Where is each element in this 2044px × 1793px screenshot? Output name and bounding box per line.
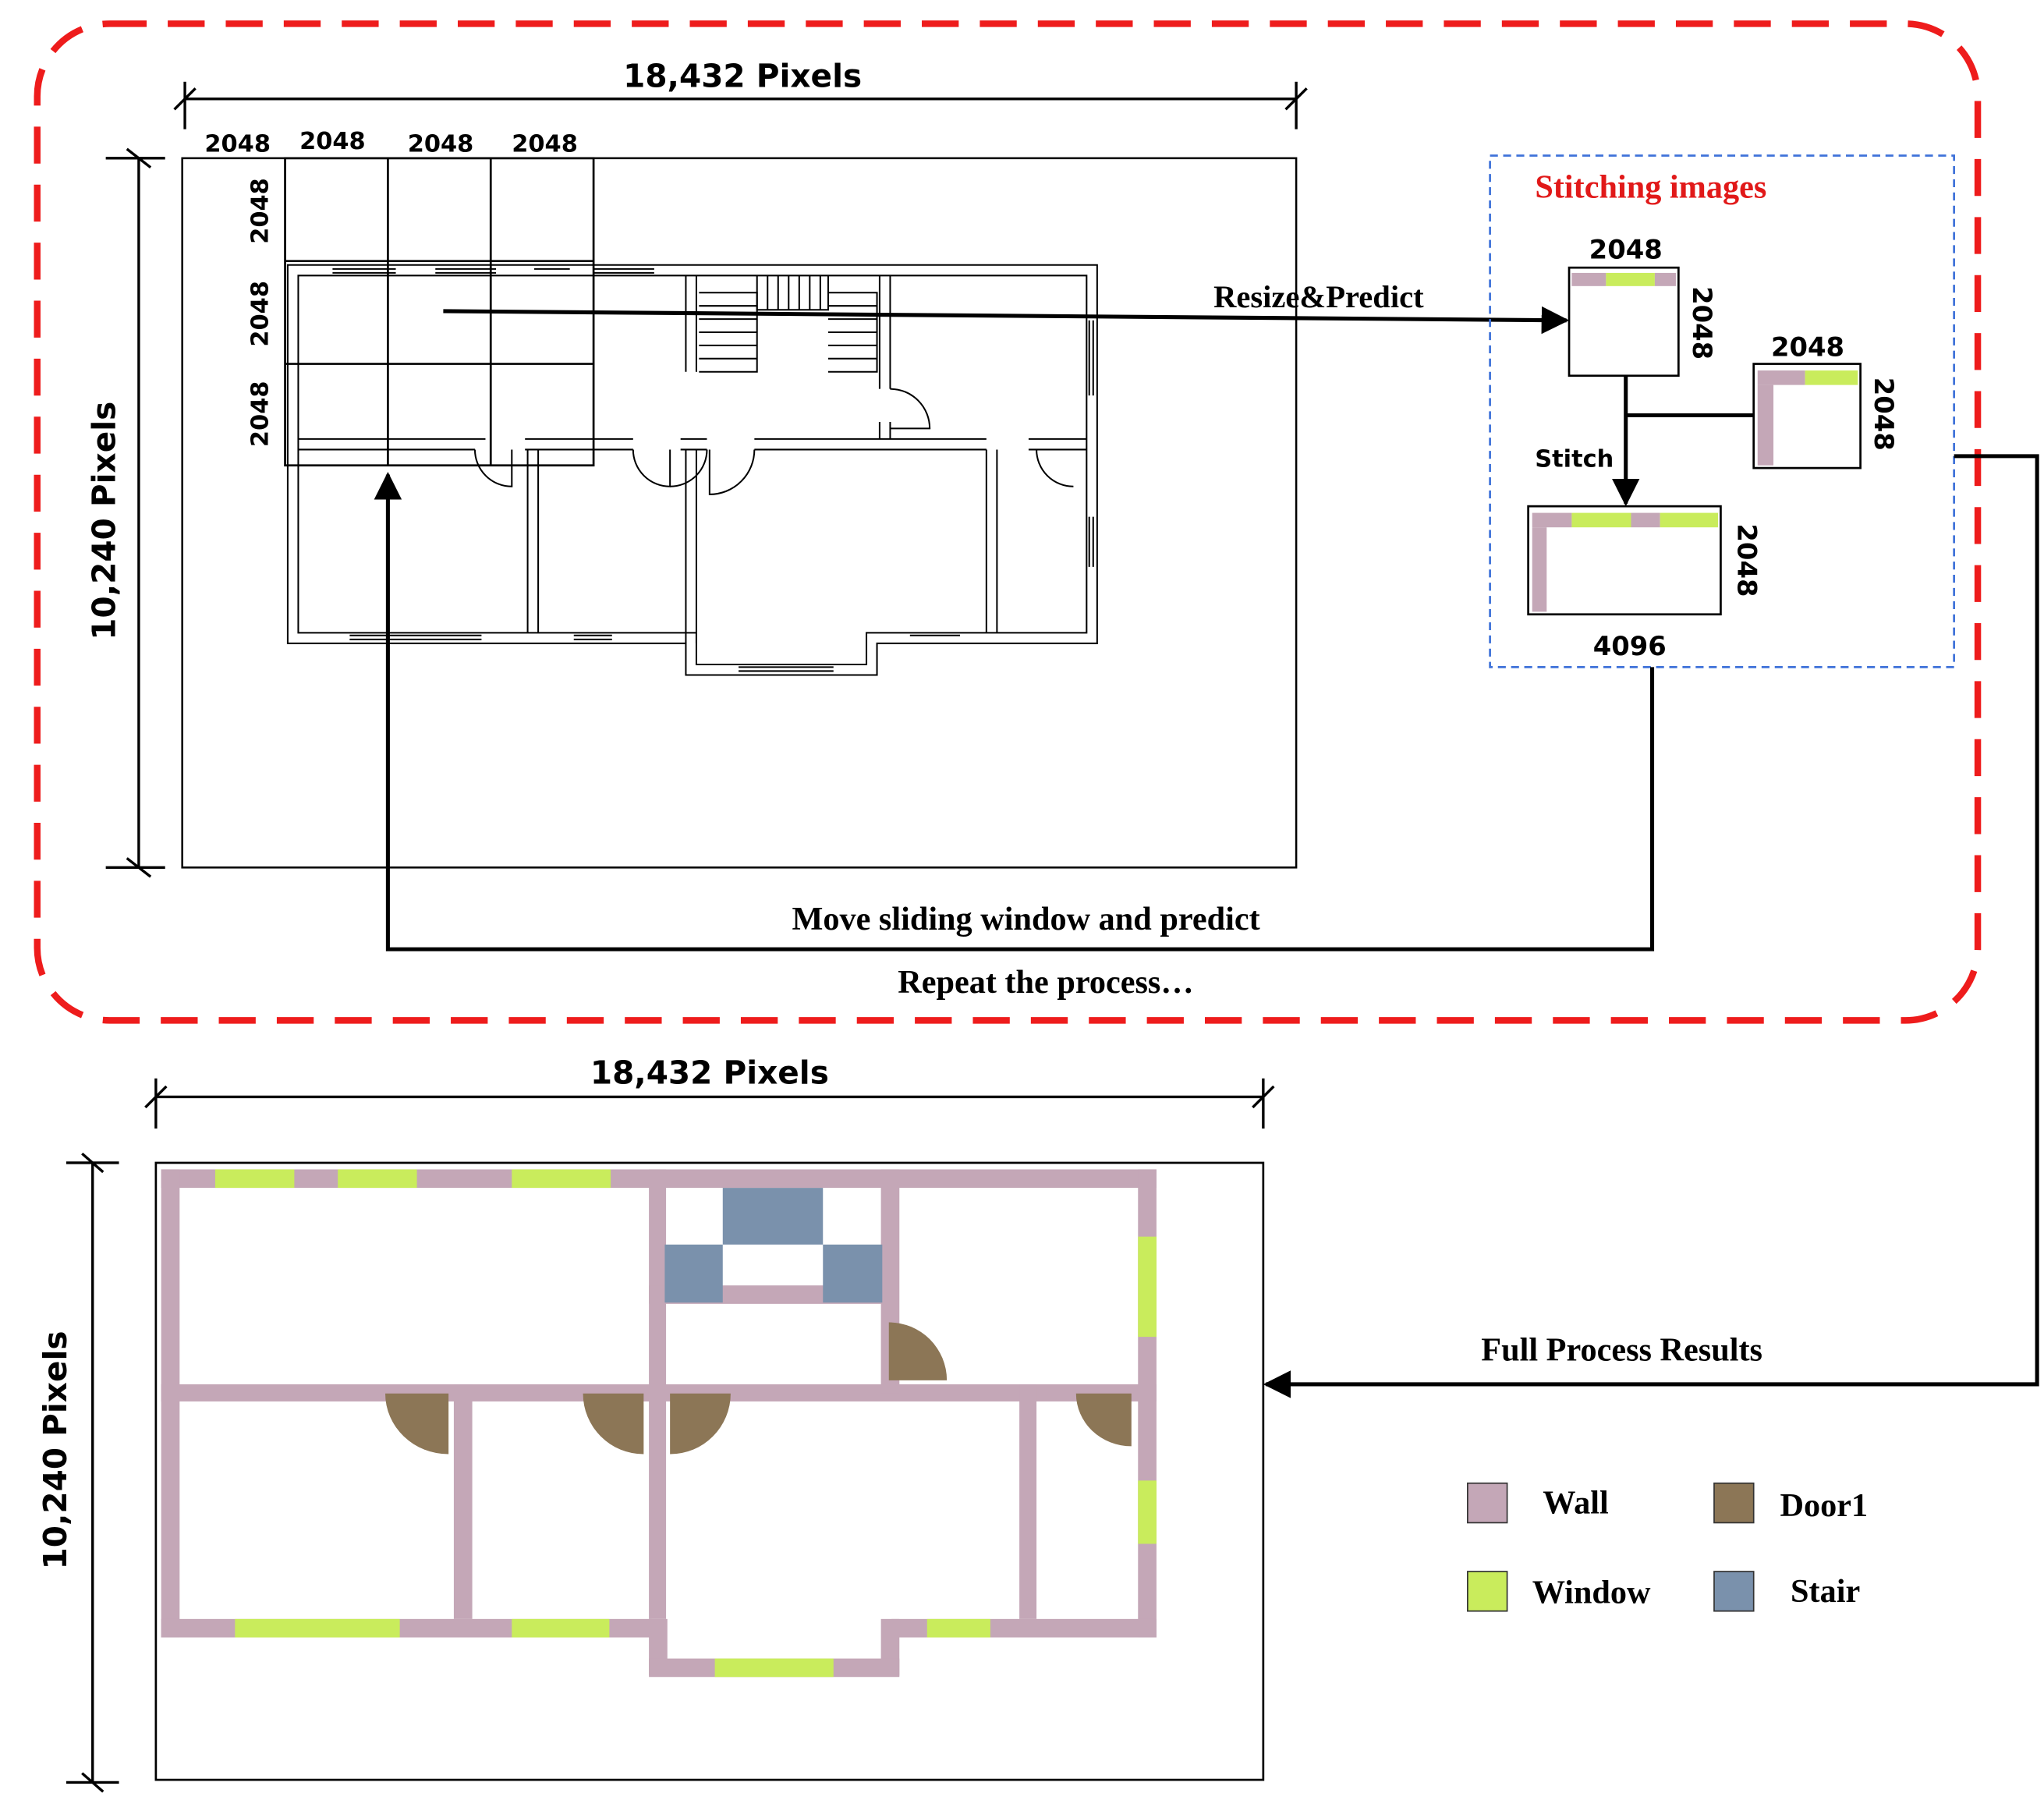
tile1-top-label: 2048 xyxy=(1589,234,1663,264)
bottom-width-label: 18,432 Pixels xyxy=(590,1054,829,1092)
tile-col-label: 2048 xyxy=(204,130,271,158)
legend-label-door: Door1 xyxy=(1780,1487,1869,1524)
top-image-frame xyxy=(181,157,1298,869)
window-segments xyxy=(214,1169,1157,1678)
legend-swatch-wall xyxy=(1467,1482,1508,1524)
stair-blocks xyxy=(664,1188,883,1303)
line-floorplan xyxy=(286,264,1098,676)
legend-label-window: Window xyxy=(1532,1575,1651,1611)
top-width-label: 18,432 Pixels xyxy=(623,58,862,95)
legend-label-stair: Stair xyxy=(1791,1573,1860,1610)
tile-row-label: 2048 xyxy=(247,178,275,244)
move-window-label: Move sliding window and predict xyxy=(792,901,1259,937)
tile2-top-label: 2048 xyxy=(1771,331,1844,362)
bottom-height-label: 10,240 Pixels xyxy=(37,1331,74,1569)
tile-row-labels: 2048 2048 2048 xyxy=(247,178,275,447)
result-side-label: 2048 xyxy=(1731,523,1762,597)
tile-col-label: 2048 xyxy=(408,130,474,158)
top-height-label: 10,240 Pixels xyxy=(85,402,122,640)
legend-label-wall: Wall xyxy=(1543,1485,1609,1522)
tile2-side-label: 2048 xyxy=(1869,377,1899,451)
resize-predict-label: Resize&Predict xyxy=(1213,279,1424,314)
move-window-arrow xyxy=(374,472,1655,951)
legend-swatch-door xyxy=(1713,1482,1755,1524)
full-results-arrow xyxy=(1263,454,2039,1398)
tile1-side-label: 2048 xyxy=(1687,286,1717,360)
legend-swatch-stair xyxy=(1713,1571,1755,1612)
stitch-label: Stitch xyxy=(1535,445,1614,473)
tile-row-label: 2048 xyxy=(247,281,275,347)
tile-col-label: 2048 xyxy=(512,130,578,158)
tile-col-labels: 2048 2048 2048 2048 xyxy=(204,128,578,158)
tile-row-label: 2048 xyxy=(247,381,275,447)
resize-predict-arrow xyxy=(443,306,1570,335)
result-panel: 18,432 Pixels 10,240 Pixels xyxy=(37,1054,1275,1793)
original-floorplan-panel: 18,432 Pixels 10,240 Pixels xyxy=(85,58,1308,878)
full-results-label: Full Process Results xyxy=(1481,1332,1762,1369)
stitching-panel: Stitching images 2048 2048 2048 2048 Sti… xyxy=(1489,154,1955,668)
door-blocks xyxy=(385,1322,1132,1455)
stitching-border xyxy=(1489,154,1955,668)
process-loop-border xyxy=(34,20,1982,1024)
repeat-label: Repeat the process… xyxy=(898,964,1193,1001)
stitching-title: Stitching images xyxy=(1535,169,1766,206)
legend: Wall Door1 Window Stair xyxy=(1467,1482,1869,1612)
tile-col-label: 2048 xyxy=(299,128,366,155)
result-bottom-label: 4096 xyxy=(1593,631,1667,661)
legend-swatch-window xyxy=(1467,1571,1508,1612)
